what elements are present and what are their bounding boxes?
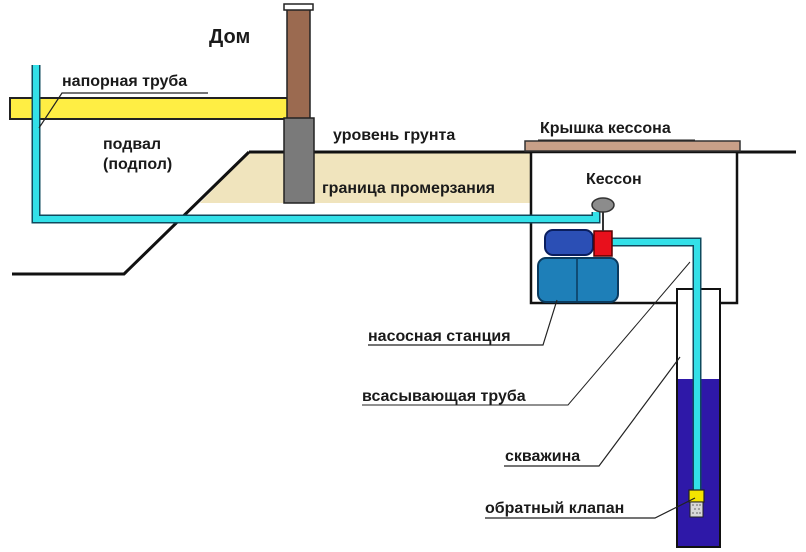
label-freezing-boundary: граница промерзания bbox=[322, 180, 495, 197]
leader-pressure-pipe bbox=[38, 92, 208, 129]
label-caisson: Кессон bbox=[586, 171, 642, 188]
pump-motor bbox=[544, 229, 594, 256]
leader-pump-station bbox=[368, 299, 558, 346]
chimney bbox=[286, 6, 311, 122]
label-well: скважина bbox=[505, 448, 581, 465]
label-basement: подвал (подпол) bbox=[103, 136, 173, 173]
leader-check-valve bbox=[485, 497, 696, 519]
leader-lines bbox=[38, 92, 696, 519]
chimney-cap bbox=[283, 3, 314, 11]
pressure-gauge bbox=[591, 197, 615, 213]
label-pressure-pipe: напорная труба bbox=[62, 73, 188, 90]
pressure-pipe bbox=[33, 65, 599, 222]
label-caisson-lid: Крышка кессона bbox=[540, 120, 671, 137]
freezing-zone bbox=[200, 152, 531, 203]
title-house: Дом bbox=[209, 26, 251, 48]
label-check-valve: обратный клапан bbox=[485, 500, 625, 517]
label-ground-level: уровень грунта bbox=[333, 127, 456, 144]
check-valve-filter bbox=[689, 501, 704, 518]
basement-slope-line bbox=[12, 150, 251, 276]
label-pump-station: насосная станция bbox=[368, 328, 511, 345]
pump-tank bbox=[537, 257, 619, 303]
caisson-lid bbox=[524, 140, 741, 152]
leader-suction-pipe bbox=[362, 261, 691, 406]
suction-pipe bbox=[612, 239, 700, 492]
filter-mesh bbox=[692, 504, 701, 514]
leader-well bbox=[504, 356, 681, 467]
pressure-relay bbox=[593, 230, 613, 257]
label-suction-pipe: всасывающая труба bbox=[362, 388, 526, 405]
foundation-column bbox=[283, 117, 315, 204]
